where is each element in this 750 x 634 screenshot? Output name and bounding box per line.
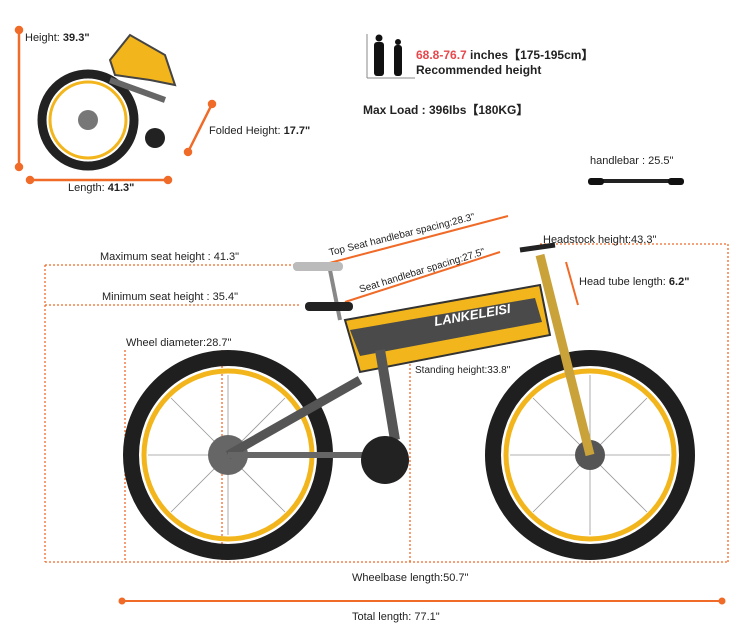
headstock-height: Headstock height:43.3" — [543, 234, 657, 246]
wheel-diameter: Wheel diameter:28.7" — [126, 337, 232, 349]
dimension-solid-lines — [118, 215, 726, 605]
rider-figures-icon — [366, 34, 415, 79]
wheelbase-length: Wheelbase length:50.7" — [352, 572, 469, 584]
standing-height: Standing height:33.8" — [415, 365, 511, 376]
min-seat-height: Minimum seat height : 35.4" — [102, 291, 238, 303]
handlebar-icon — [588, 178, 684, 185]
head-tube-length: Head tube length: 6.2" — [579, 276, 690, 288]
recommended-height-range: 68.8-76.7 inches【175-195cm】 — [416, 48, 594, 62]
max-seat-height: Maximum seat height : 41.3" — [100, 251, 240, 263]
folded-height: Height: 39.3" — [25, 32, 90, 44]
folded-bike-image — [37, 33, 177, 171]
folded-folded-height: Folded Height: 17.7" — [209, 125, 311, 137]
folded-length: Length: 41.3" — [68, 182, 135, 194]
folded-dimension-lines — [14, 25, 217, 185]
dimension-dotted-lines — [44, 243, 729, 563]
handlebar-width: handlebar : 25.5" — [590, 155, 674, 167]
recommended-height-caption: Recommended height — [416, 63, 542, 77]
max-load: Max Load : 396Ibs【180KG】 — [363, 103, 529, 117]
total-length: Total length: 77.1" — [352, 611, 440, 623]
main-bike-image: LANKELEISI — [123, 242, 695, 560]
